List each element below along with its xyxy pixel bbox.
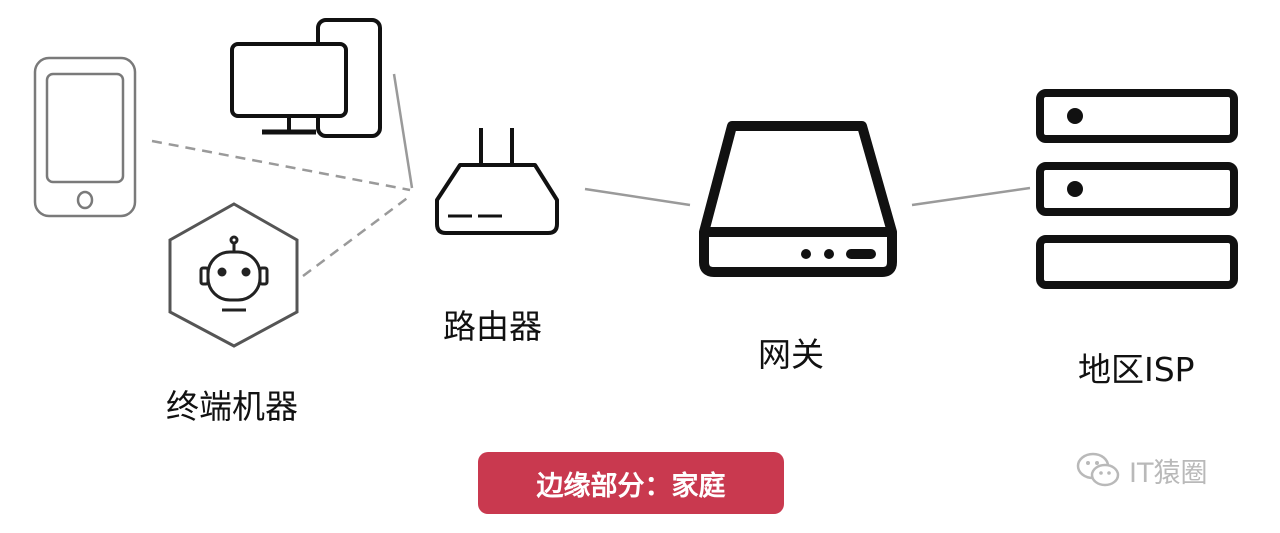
wireless-link-tablet-router [151, 139, 411, 192]
gateway-icon [699, 121, 897, 277]
server-rack-icon [1036, 89, 1238, 289]
link-gateway-isp [911, 186, 1031, 207]
watermark-text: IT猿圈 [1129, 457, 1208, 489]
wechat-logo-icon [1076, 452, 1120, 487]
terminal-machine-label: 终端机器 [166, 387, 298, 426]
link-router-gateway [584, 187, 691, 207]
wired-link-desktop-router [392, 73, 414, 189]
robot-hexagon-icon [168, 202, 299, 348]
router-label: 路由器 [443, 307, 542, 346]
edge-section-caption: 边缘部分：家庭 [478, 452, 784, 514]
gateway-label: 网关 [758, 335, 824, 374]
tablet-icon [33, 56, 137, 218]
wireless-link-robot-router [302, 194, 411, 278]
connections [151, 73, 1031, 278]
watermark: IT猿圈 [1075, 448, 1207, 492]
router-icon [435, 128, 559, 235]
regional-isp-label: 地区ISP [1078, 350, 1195, 389]
desktop-computer-icon [230, 18, 382, 138]
